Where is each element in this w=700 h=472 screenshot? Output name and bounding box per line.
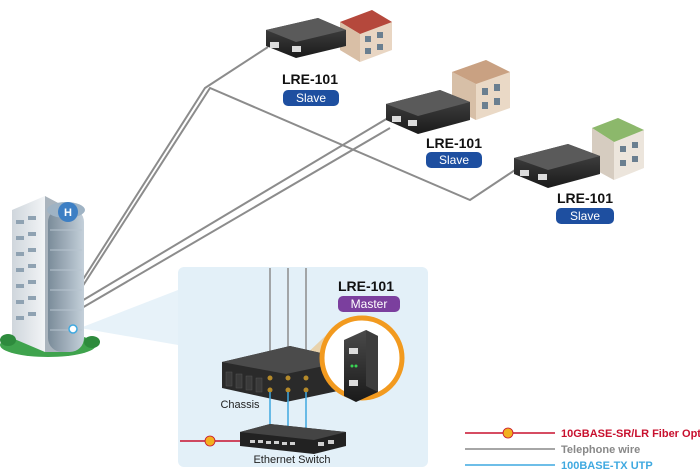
lre-101-slave-1-icon	[266, 18, 346, 58]
switch-label: Ethernet Switch	[253, 454, 330, 466]
panel-connector	[80, 290, 178, 345]
legend-item-utp: 100BASE-TX UTP	[465, 460, 653, 472]
legend-item-telephone: Telephone wire	[465, 444, 640, 456]
legend-telephone-label: Telephone wire	[561, 444, 640, 456]
legend: 10GBASE-SR/LR Fiber Optic Telephone wire…	[465, 427, 700, 472]
headquarters-building: H	[0, 196, 100, 357]
slave-2-model: LRE-101	[426, 135, 482, 151]
lre-101-slave-3-icon	[514, 144, 600, 188]
svg-text:H: H	[64, 207, 72, 219]
legend-utp-label: 100BASE-TX UTP	[561, 460, 653, 472]
master-role: Master	[351, 297, 388, 311]
slave-1-model: LRE-101	[282, 71, 338, 87]
slave-2-role: Slave	[439, 153, 469, 167]
slave-3-badge	[556, 208, 614, 224]
master-badge	[338, 296, 400, 312]
chassis-icon	[222, 346, 352, 402]
lre-101-slave-2-icon	[386, 90, 470, 134]
slave-2-badge	[426, 152, 482, 168]
master-site: Chassis Ethernet Switch	[180, 268, 405, 466]
house-1-icon	[340, 10, 392, 62]
chassis-label: Chassis	[220, 399, 260, 411]
slave-1-badge	[283, 90, 339, 106]
slave-3-site: LRE-101 Slave	[514, 118, 644, 224]
ethernet-switch-icon	[240, 424, 346, 454]
house-3-icon	[592, 118, 644, 180]
slave-3-role: Slave	[570, 209, 600, 223]
switch-fiber-marker	[204, 435, 216, 447]
master-zoom-view	[319, 315, 405, 402]
slave-3-model: LRE-101	[557, 190, 613, 206]
legend-item-fiber: 10GBASE-SR/LR Fiber Optic	[465, 427, 700, 440]
hq-connection-point	[68, 324, 78, 334]
legend-fiber-label: 10GBASE-SR/LR Fiber Optic	[561, 428, 700, 440]
slave-1-role: Slave	[296, 91, 326, 105]
master-model: LRE-101	[338, 278, 394, 294]
telephone-wires	[74, 46, 516, 313]
slave-2-site: LRE-101 Slave	[386, 60, 510, 168]
slave-1-site: LRE-101 Slave	[266, 10, 392, 106]
